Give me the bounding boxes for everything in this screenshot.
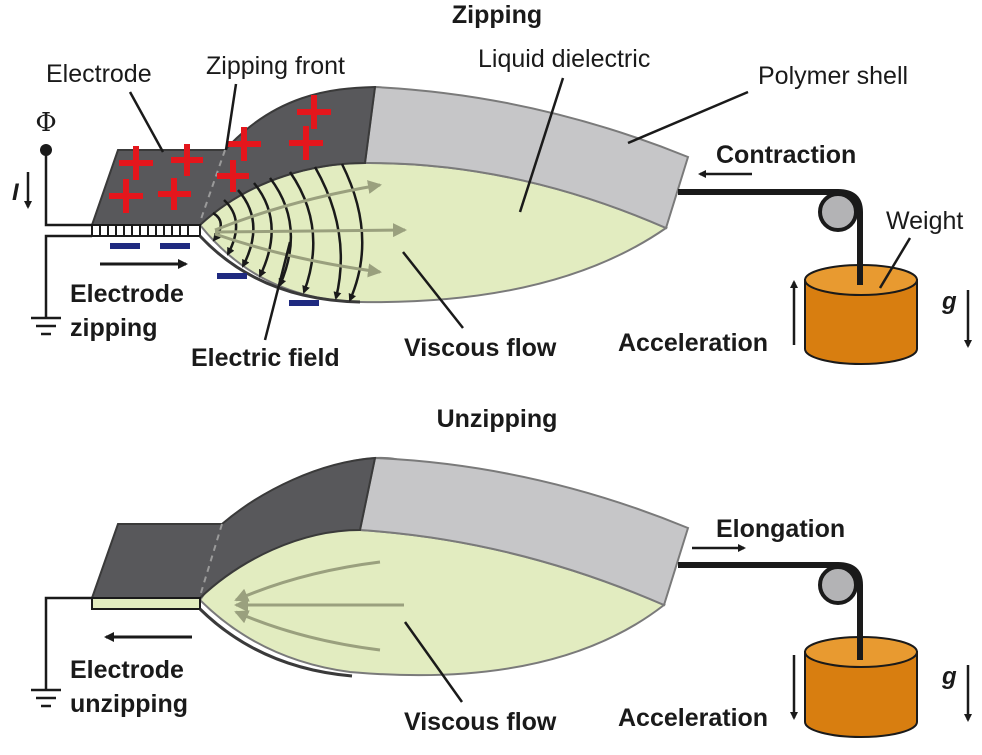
acceleration-label: Acceleration xyxy=(618,329,768,357)
unzipping-panel: Unzipping Electrode unzipping Visco xyxy=(31,405,972,738)
weight xyxy=(804,585,918,738)
viscous-flow-arrows xyxy=(234,560,404,652)
weight xyxy=(804,212,918,365)
minus-sign xyxy=(160,243,190,249)
electrode-plate xyxy=(90,456,377,599)
polymer-shell-label: Polymer shell xyxy=(758,62,908,90)
electrode-zipping-label-1: Electrode xyxy=(70,280,184,308)
plus-sign xyxy=(289,126,323,160)
plus-sign xyxy=(297,95,331,129)
liquid-dielectric-leader xyxy=(518,77,565,213)
minus-sign xyxy=(289,300,319,306)
viscous-flow-arrows xyxy=(214,180,407,278)
contraction-label: Contraction xyxy=(716,141,856,169)
bottom-electrode-edge xyxy=(198,234,361,304)
zipping-front-dashed xyxy=(199,149,226,223)
viscous-flow-leader xyxy=(402,251,464,329)
voltage-terminal xyxy=(40,144,52,156)
weight-leader xyxy=(878,237,912,289)
current-label: I xyxy=(12,179,20,206)
circuit-wiring xyxy=(31,596,92,708)
negative-charges xyxy=(110,243,319,306)
plus-sign xyxy=(227,127,261,161)
unzipping-title: Unzipping xyxy=(437,405,558,433)
electrode-label: Electrode xyxy=(46,60,152,88)
liquid-dielectric-label: Liquid dielectric xyxy=(478,45,650,73)
polymer-shell xyxy=(363,85,690,230)
electrode-fold-dashed xyxy=(199,523,223,597)
minus-sign xyxy=(217,273,247,279)
zipping-front-leader xyxy=(224,83,238,151)
electrode-unzipping-label-1: Electrode xyxy=(70,656,184,684)
electrode-unzipping-label-2: unzipping xyxy=(70,690,188,718)
electrode-strip xyxy=(91,597,201,610)
minus-sign xyxy=(110,243,140,249)
polymer-shell xyxy=(358,456,690,607)
elongation-label: Elongation xyxy=(716,515,845,543)
plus-sign xyxy=(109,179,143,213)
plus-sign xyxy=(158,178,191,210)
phi-symbol: Φ xyxy=(35,108,56,138)
gravity-label: g xyxy=(941,663,957,690)
zipping-title: Zipping xyxy=(452,1,542,29)
positive-charges xyxy=(109,95,331,213)
polymer-shell-leader xyxy=(627,90,749,145)
weight-label: Weight xyxy=(886,207,963,235)
plus-sign xyxy=(119,146,153,180)
circuit-wiring xyxy=(31,153,92,336)
electrode-leader xyxy=(128,91,165,153)
viscous-flow-label: Viscous flow xyxy=(404,708,557,736)
tendon xyxy=(678,189,863,288)
plus-sign xyxy=(217,160,249,192)
bottom-electrode-edge xyxy=(198,607,353,678)
electric-field-lines xyxy=(212,163,364,302)
zipping-front-label: Zipping front xyxy=(206,52,345,80)
electrode-plate xyxy=(90,85,377,226)
electric-field-label: Electric field xyxy=(191,344,340,372)
zipped-electrode-strip xyxy=(91,224,201,237)
gravity-label: g xyxy=(941,288,957,315)
acceleration-label: Acceleration xyxy=(618,704,768,732)
plus-sign xyxy=(171,144,203,176)
electric-field-leader xyxy=(263,241,292,341)
pulley xyxy=(818,565,858,605)
zipping-panel: Zipping xyxy=(12,1,972,372)
electrode-zipping-label-2: zipping xyxy=(70,314,157,342)
viscous-flow-leader xyxy=(403,621,464,703)
pulley xyxy=(818,192,858,232)
viscous-flow-label: Viscous flow xyxy=(404,334,557,362)
tendon xyxy=(678,562,863,660)
zipped-electrode-ticks xyxy=(99,225,189,236)
